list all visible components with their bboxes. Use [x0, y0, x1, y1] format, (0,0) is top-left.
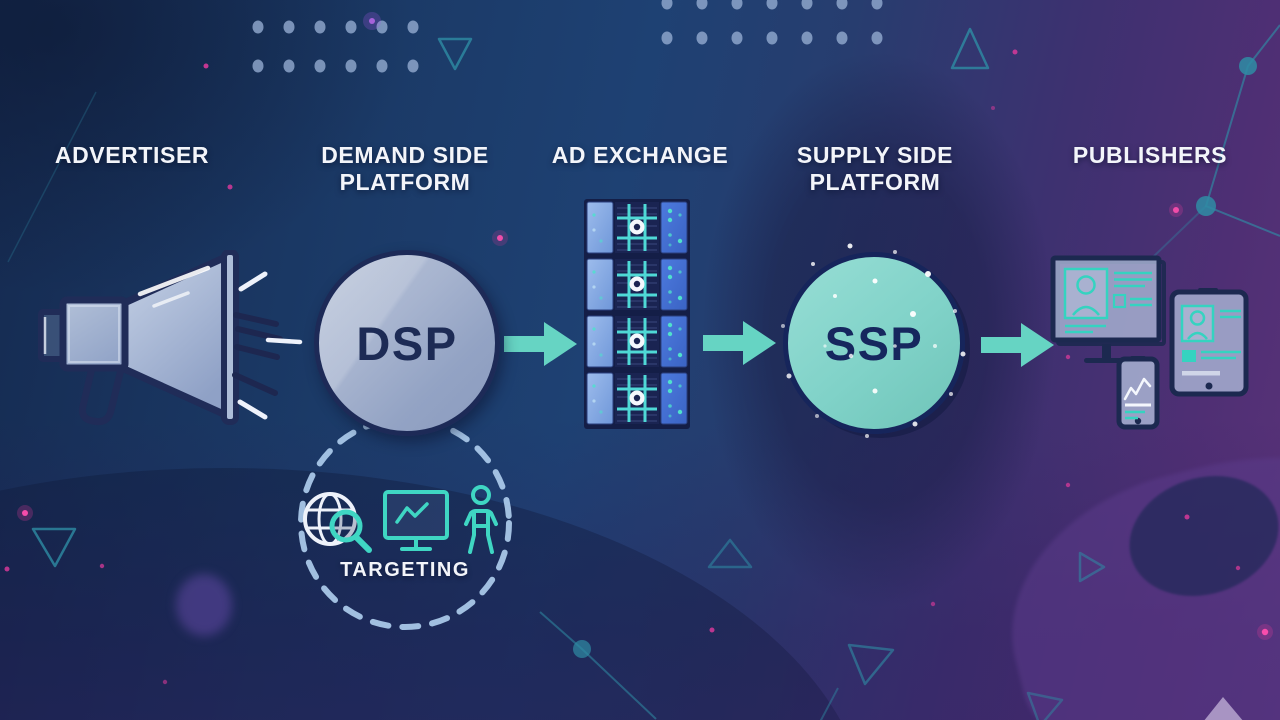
label-line: PUBLISHERS — [1072, 142, 1228, 168]
background-blur-circle — [176, 574, 232, 636]
label-line: ADVERTISER — [54, 142, 210, 168]
devices-icon — [1050, 255, 1249, 430]
ssp-sparkles — [781, 243, 966, 438]
column-label-publishers: PUBLISHERS — [1038, 142, 1262, 169]
targeting-label: TARGETING — [340, 559, 470, 581]
column-label-ad-exchange: AD EXCHANGE — [528, 142, 752, 169]
dsp-node: DSP — [314, 250, 500, 436]
column-label-supply-side-platform: SUPPLY SIDE PLATFORM — [763, 142, 987, 196]
smartphone-icon — [1116, 356, 1160, 430]
column-label-advertiser: ADVERTISER — [10, 142, 254, 169]
flow-arrow-dsp-to-exchange — [504, 322, 577, 366]
dsp-node-label: DSP — [356, 316, 458, 370]
globe-search-icon — [303, 492, 372, 553]
targeting-icons — [303, 485, 498, 554]
ssp-node-label: SSP — [824, 316, 924, 370]
tablet-icon — [1169, 288, 1249, 397]
label-line: PLATFORM — [339, 169, 471, 195]
flow-arrow-ssp-to-publishers — [981, 323, 1054, 367]
label-line: DEMAND SIDE — [321, 142, 489, 168]
flow-arrow-exchange-to-ssp — [703, 321, 776, 365]
label-line: PLATFORM — [809, 169, 941, 195]
desktop-monitor-icon — [1050, 255, 1166, 363]
server-rack-icon — [584, 199, 690, 429]
person-icon — [464, 485, 498, 554]
label-line: AD EXCHANGE — [551, 142, 729, 168]
label-line: SUPPLY SIDE — [796, 142, 954, 168]
analytics-monitor-icon — [383, 490, 449, 551]
megaphone-icon — [38, 250, 303, 426]
column-label-demand-side-platform: DEMAND SIDE PLATFORM — [293, 142, 517, 196]
